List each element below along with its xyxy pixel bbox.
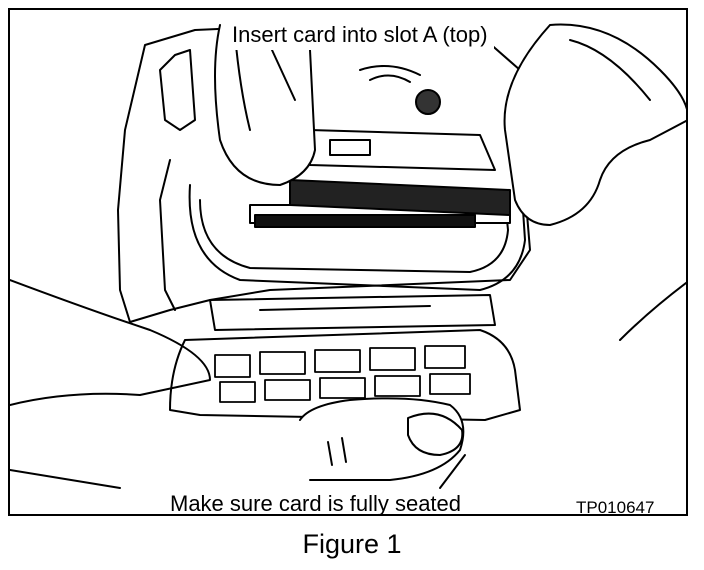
bottom-caption: Make sure card is fully seated	[164, 491, 468, 514]
top-caption: Insert card into slot A (top)	[226, 20, 494, 50]
figure-code: TP010647	[576, 498, 655, 516]
card-insertion-illustration	[10, 23, 686, 489]
figure-frame: Insert card into slot A (top) Make sure …	[8, 8, 688, 516]
figure-label: Figure 1	[302, 529, 402, 559]
